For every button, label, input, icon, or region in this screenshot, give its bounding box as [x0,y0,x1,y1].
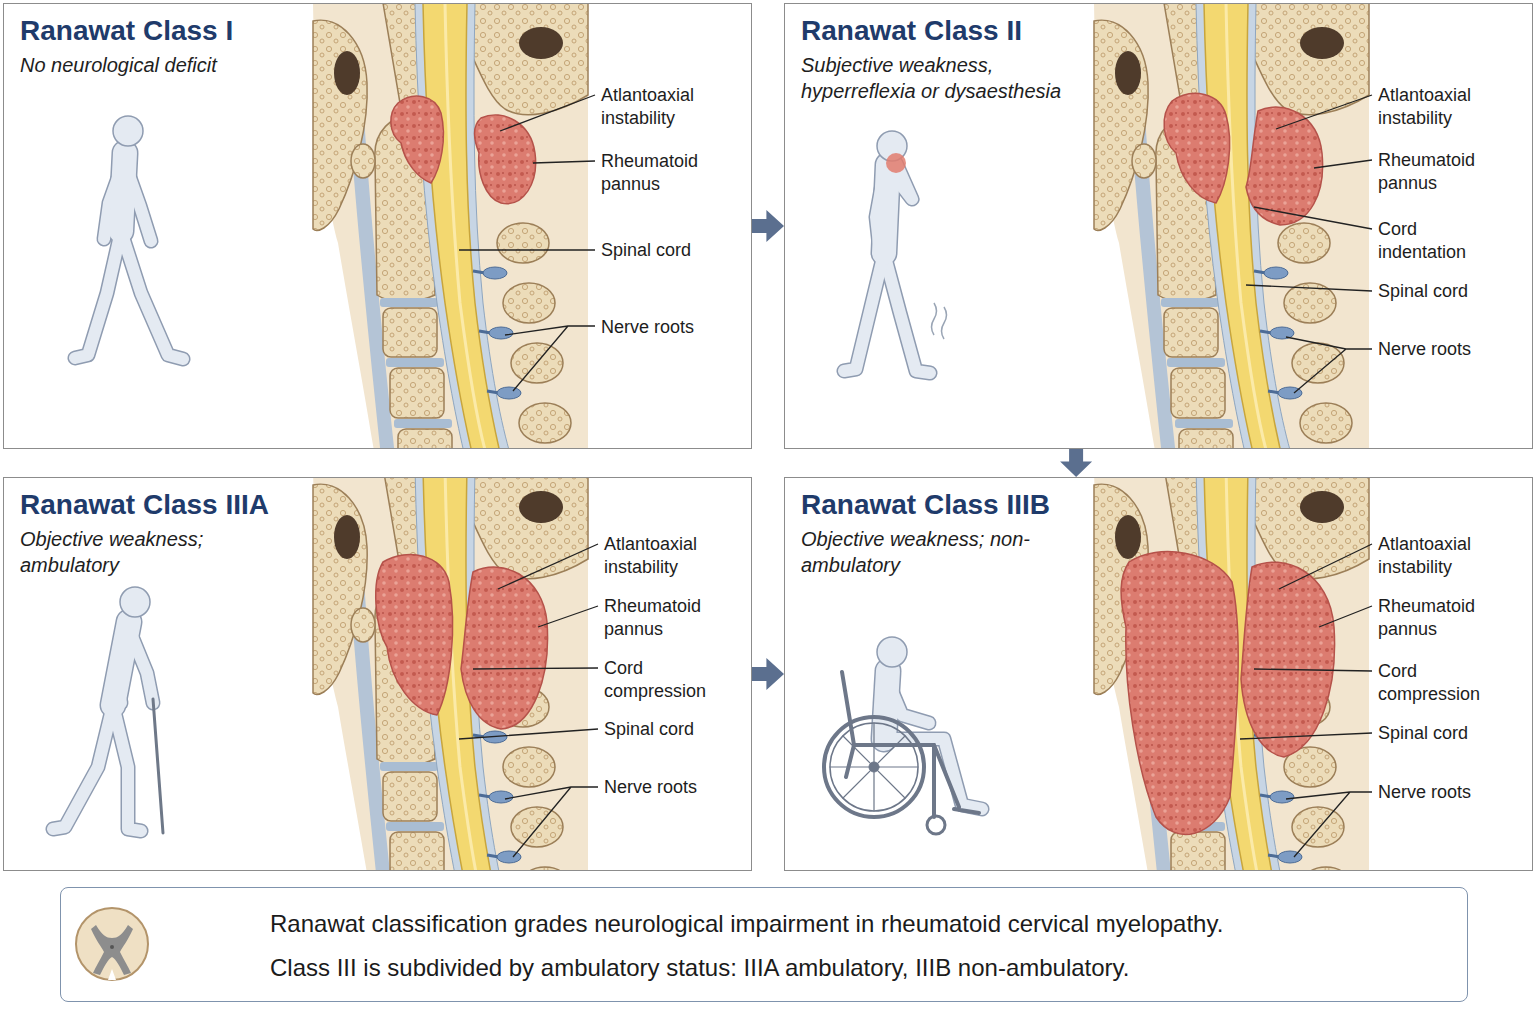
figure [844,163,930,373]
art-shape [91,925,133,975]
caption-box: Ranawat classification grades neurologic… [60,887,1468,1002]
text-block: Ranawat Class IIIA Objective weakness; am… [20,488,305,578]
figure-outline [884,165,888,253]
panel-title: Ranawat Class IIIA [20,488,305,522]
part-label: Spinal cord [601,239,726,262]
part-label: Rheumatoid pannus [601,150,726,197]
leader-line [1246,95,1372,393]
leader-line [1240,544,1372,857]
part-label: Rheumatoid pannus [604,595,729,642]
pannus [461,567,548,729]
stage-panel: Ranawat Class IIIA Objective weakness; am… [3,477,752,871]
art-shape [1094,477,1369,871]
part-label: Spinal cord [604,718,729,741]
panel-subtitle: Objective weakness; non-ambulatory [801,526,1086,578]
panel-subtitle: Subjective weakness, hyperreflexia or dy… [801,52,1086,104]
progression-arrow [1060,449,1092,477]
part-label: Atlantoaxial instability [604,533,729,580]
figure-head [120,587,150,617]
part-label: Spinal cord [1378,722,1503,745]
art-shape [76,908,148,980]
art-shape [869,762,879,772]
figure [121,153,125,231]
panel-art [3,477,752,871]
panel-subtitle: Objective weakness; ambulatory [20,526,305,578]
progression-arrow [752,658,784,690]
art-shape [110,945,114,949]
part-label: Cord indentation [1378,218,1503,265]
progression-arrow [752,210,784,242]
pannus [376,555,453,715]
caption-text: Ranawat classification grades neurologic… [270,902,1447,946]
art-shape [313,477,588,871]
part-label: Cord compression [1378,660,1503,707]
part-label: Atlantoaxial instability [1378,533,1503,580]
cervical-spine [313,3,588,449]
stage-panel: Ranawat Class IIIB Objective weakness; no… [784,477,1533,871]
figure-outline [121,153,125,231]
panel-title: Ranawat Class II [801,14,1086,48]
pain-mark [886,153,906,173]
stage-panel: Ranawat Class I No neurological deficitAt… [3,3,752,449]
panel-art [3,3,752,449]
tremor-mark [932,303,947,339]
part-label: Atlantoaxial instability [601,84,726,131]
stage-panel: Ranawat Class II Subjective weakness, hyp… [784,3,1533,449]
panel-art [784,477,1533,871]
cervical-spine [1094,3,1369,449]
cervical-spine [1094,477,1369,871]
art-shape [927,816,945,834]
part-label: Rheumatoid pannus [1378,595,1503,642]
cervical-spine [313,477,588,871]
part-label: Nerve roots [604,776,729,799]
figure-outline [113,622,129,705]
pannus [391,96,444,183]
part-label: Spinal cord [1378,280,1503,303]
art-shape [108,969,116,980]
pannus [1121,552,1238,835]
part-label: Atlantoaxial instability [1378,84,1503,131]
panel-title: Ranawat Class IIIB [801,488,1086,522]
leader-line [459,95,595,391]
panel-title: Ranawat Class I [20,14,305,48]
art-shape [824,717,924,817]
panel-art [784,3,1533,449]
figure [113,622,129,705]
panel-subtitle: No neurological deficit [20,52,305,78]
part-label: Nerve roots [1378,781,1503,804]
art-shape [842,672,979,817]
part-label: Cord compression [604,657,729,704]
part-label: Nerve roots [1378,338,1503,361]
pannus [1241,562,1335,757]
cane [153,699,163,833]
text-block: Ranawat Class I No neurological deficit [20,14,305,78]
pannus [475,115,536,204]
text-block: Ranawat Class IIIB Objective weakness; no… [801,488,1086,578]
figure [884,165,888,253]
figure-outline [53,629,153,831]
text-block: Ranawat Class II Subjective weakness, hyp… [801,14,1086,104]
figure [53,629,153,831]
figure-outline [844,163,930,373]
figure-outline [884,671,888,739]
figure-head [113,116,143,146]
figure-head [877,637,907,667]
wheelchair [824,672,979,834]
part-label: Nerve roots [601,316,726,339]
pannus [1164,93,1230,203]
text-block: Ranawat classification grades neurologic… [270,902,1447,990]
caption-text: Class III is subdivided by ambulatory st… [270,946,1447,990]
leader-line [459,544,598,857]
cord-cross-section [76,908,148,980]
figure [884,671,888,739]
art-shape [830,723,918,811]
art-shape [830,723,918,811]
part-label: Rheumatoid pannus [1378,149,1503,196]
